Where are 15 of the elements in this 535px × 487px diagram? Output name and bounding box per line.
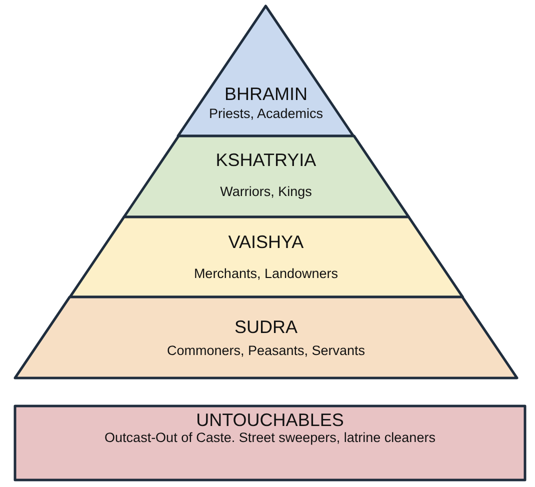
pyramid-tier	[124, 136, 408, 217]
tier-box	[15, 406, 525, 480]
tier-description: Priests, Academics	[208, 106, 324, 122]
tier-name: SUDRA	[234, 317, 298, 337]
tier-description: Warriors, Kings	[220, 184, 312, 200]
tier-description: Commoners, Peasants, Servants	[166, 343, 366, 359]
pyramid-tier	[15, 297, 517, 378]
tier-description: Merchants, Landowners	[194, 266, 338, 282]
tier-name: UNTOUCHABLES	[196, 410, 344, 430]
pyramid-tier	[178, 6, 354, 136]
tier-name: KSHATRYIA	[216, 150, 316, 170]
tier-description: Outcast-Out of Caste. Street sweepers, latrine cleaners	[104, 430, 436, 446]
tier-name: VAISHYA	[228, 232, 304, 252]
tier-name: BHRAMIN	[224, 84, 308, 104]
pyramid-tier	[70, 217, 462, 297]
